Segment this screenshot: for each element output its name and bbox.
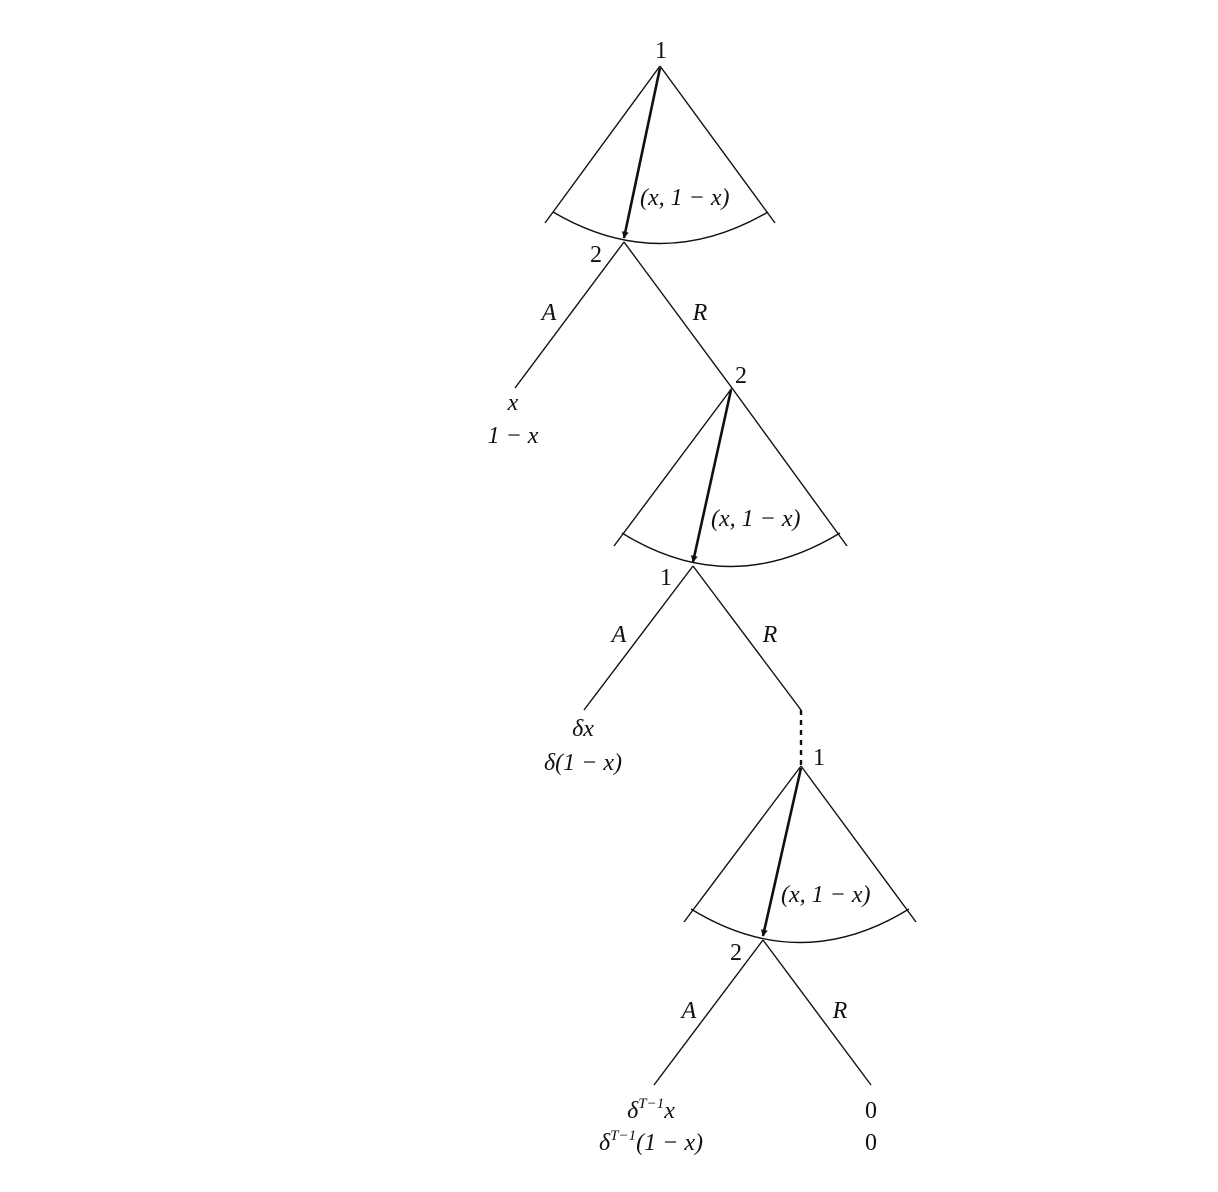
payoff-discount-exponent: T−1 (638, 1096, 664, 1112)
offer-label: (x, 1 − x) (640, 185, 729, 211)
accept-branch (583, 565, 694, 711)
stage-final: 1 (x, 1 − x) 2 A R δT−1x δT−1(1 − x) 0 0 (599, 745, 917, 1156)
stage-1: 1 (x, 1 − x) 2 A R x 1 − x (488, 38, 776, 449)
node-label-proposer: 1 (813, 745, 825, 771)
reject-branch (692, 565, 802, 711)
reject-label: R (832, 998, 848, 1024)
offer-arrow (690, 389, 733, 563)
node-label-responder: 2 (590, 242, 602, 268)
fan-right-edge (731, 387, 848, 547)
node-label-proposer: 1 (655, 38, 667, 64)
payoff-player-2: δ(1 − x) (544, 750, 622, 776)
reject-branch (623, 241, 733, 389)
fan-right-edge (659, 65, 776, 224)
payoff-player-1: x (507, 390, 519, 416)
payoff-discount-base: δ (599, 1130, 611, 1156)
accept-branch (514, 241, 625, 389)
payoff-discount-base: δ (627, 1098, 639, 1124)
reject-label: R (692, 300, 708, 326)
payoff-share: (1 − x) (636, 1130, 703, 1156)
payoff-player-2: δT−1(1 − x) (599, 1128, 703, 1156)
payoff-player-1: δx (572, 716, 594, 742)
offer-arrow (621, 67, 662, 239)
fan-left-edge (544, 65, 661, 224)
reject-branch (762, 939, 872, 1086)
accept-label: A (540, 300, 557, 326)
offer-range-arc (690, 908, 910, 944)
payoff-player-1: δT−1x (627, 1096, 675, 1124)
node-label-responder: 1 (660, 565, 672, 591)
fan-left-edge (683, 765, 802, 923)
reject-payoff-player-1: 0 (865, 1098, 877, 1124)
payoff-discount-exponent: T−1 (610, 1128, 636, 1144)
reject-label: R (762, 622, 778, 648)
offer-range-arc (552, 211, 769, 245)
payoff-player-2: 1 − x (488, 423, 539, 449)
stage-2: 2 (x, 1 − x) 1 A R δx δ(1 − x) (544, 363, 848, 776)
fan-right-edge (800, 765, 917, 923)
accept-label: A (680, 998, 697, 1024)
offer-label: (x, 1 − x) (711, 506, 800, 532)
payoff-share: x (663, 1098, 675, 1124)
offer-label: (x, 1 − x) (781, 882, 870, 908)
offer-arrow (760, 767, 803, 937)
node-label-responder: 2 (730, 940, 742, 966)
fan-left-edge (613, 387, 733, 547)
node-label-proposer: 2 (735, 363, 747, 389)
accept-branch (653, 939, 764, 1086)
offer-range-arc (621, 532, 841, 568)
reject-payoff-player-2: 0 (865, 1130, 877, 1156)
accept-label: A (610, 622, 627, 648)
